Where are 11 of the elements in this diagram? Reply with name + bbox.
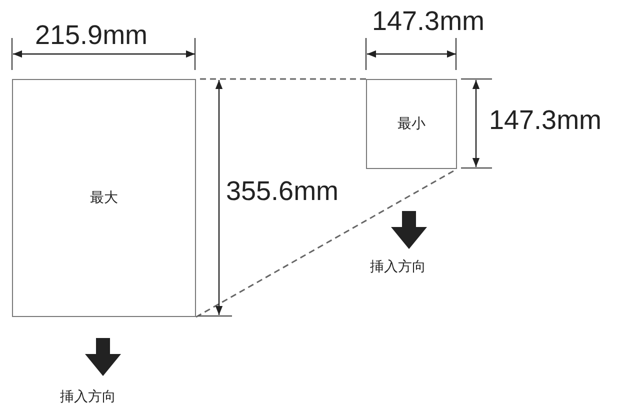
size-label: 最小 [398,115,426,133]
dashed-guide-line [200,78,366,80]
paper-outline [366,79,457,169]
dimension-value: 147.3mm [372,8,485,35]
size-label: 最大 [90,189,118,207]
direction-caption: 挿入方向 [60,390,116,404]
direction-caption: 挿入方向 [370,260,426,274]
dimension-value: 147.3mm [489,107,602,134]
dimension-value: 355.6mm [226,178,339,205]
paper-outline [12,79,196,317]
dimension-value: 215.9mm [35,22,148,49]
